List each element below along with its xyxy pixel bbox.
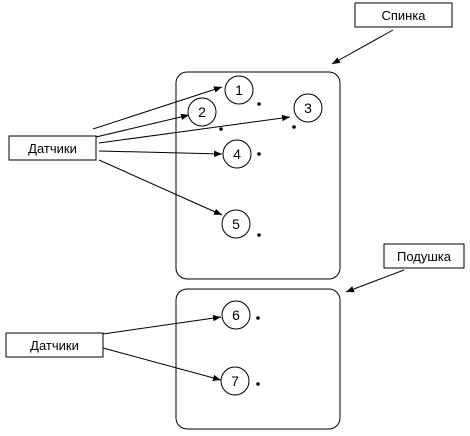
sensor-3: 3 [292, 93, 323, 129]
cushion-panel [175, 288, 341, 430]
sensor-7: 7 [220, 366, 260, 396]
sensors-label-top: Датчики [8, 135, 97, 161]
sensor-5: 5 [221, 209, 261, 239]
arrow-to-sensor-7 [102, 347, 222, 381]
sensor-6-point [256, 316, 260, 320]
back-label-text: Спинка [381, 8, 426, 23]
arrow-to-sensor-4 [98, 150, 223, 158]
sensor-5-point [257, 233, 261, 237]
sensors-label-bottom-text: Датчики [30, 338, 79, 353]
sensor-1: 1 [224, 75, 261, 106]
sensor-7-number: 7 [231, 373, 239, 389]
sensor-4-point [257, 152, 261, 156]
sensor-7-point [256, 382, 260, 386]
sensor-2: 2 [187, 97, 223, 131]
sensors-label-bottom: Датчики [5, 332, 104, 358]
cushion-label-text: Подушка [397, 249, 452, 264]
sensor-2-number: 2 [198, 104, 206, 120]
sensor-1-point [257, 102, 261, 106]
sensor-6-number: 6 [232, 307, 240, 323]
cushion-label: Подушка [383, 243, 465, 269]
sensor-1-number: 1 [235, 82, 243, 98]
sensor-3-number: 3 [304, 100, 312, 116]
sensor-2-point [219, 127, 223, 131]
sensor-4-number: 4 [233, 146, 241, 162]
sensor-4: 4 [222, 139, 261, 169]
back-panel [175, 71, 341, 280]
sensor-6: 6 [221, 300, 260, 330]
arrow-to-sensor-3 [98, 114, 291, 144]
sensor-5-number: 5 [232, 216, 240, 232]
sensor-3-point [292, 125, 296, 129]
sensors-label-top-text: Датчики [28, 141, 77, 156]
back-label-arrow [331, 29, 394, 65]
arrow-to-sensor-1 [92, 86, 223, 130]
arrow-to-sensor-2 [95, 113, 190, 138]
back-label: Спинка [354, 2, 453, 28]
cushion-label-arrow [345, 269, 405, 293]
arrow-to-sensor-6 [102, 314, 222, 335]
arrow-to-sensor-5 [98, 159, 223, 216]
